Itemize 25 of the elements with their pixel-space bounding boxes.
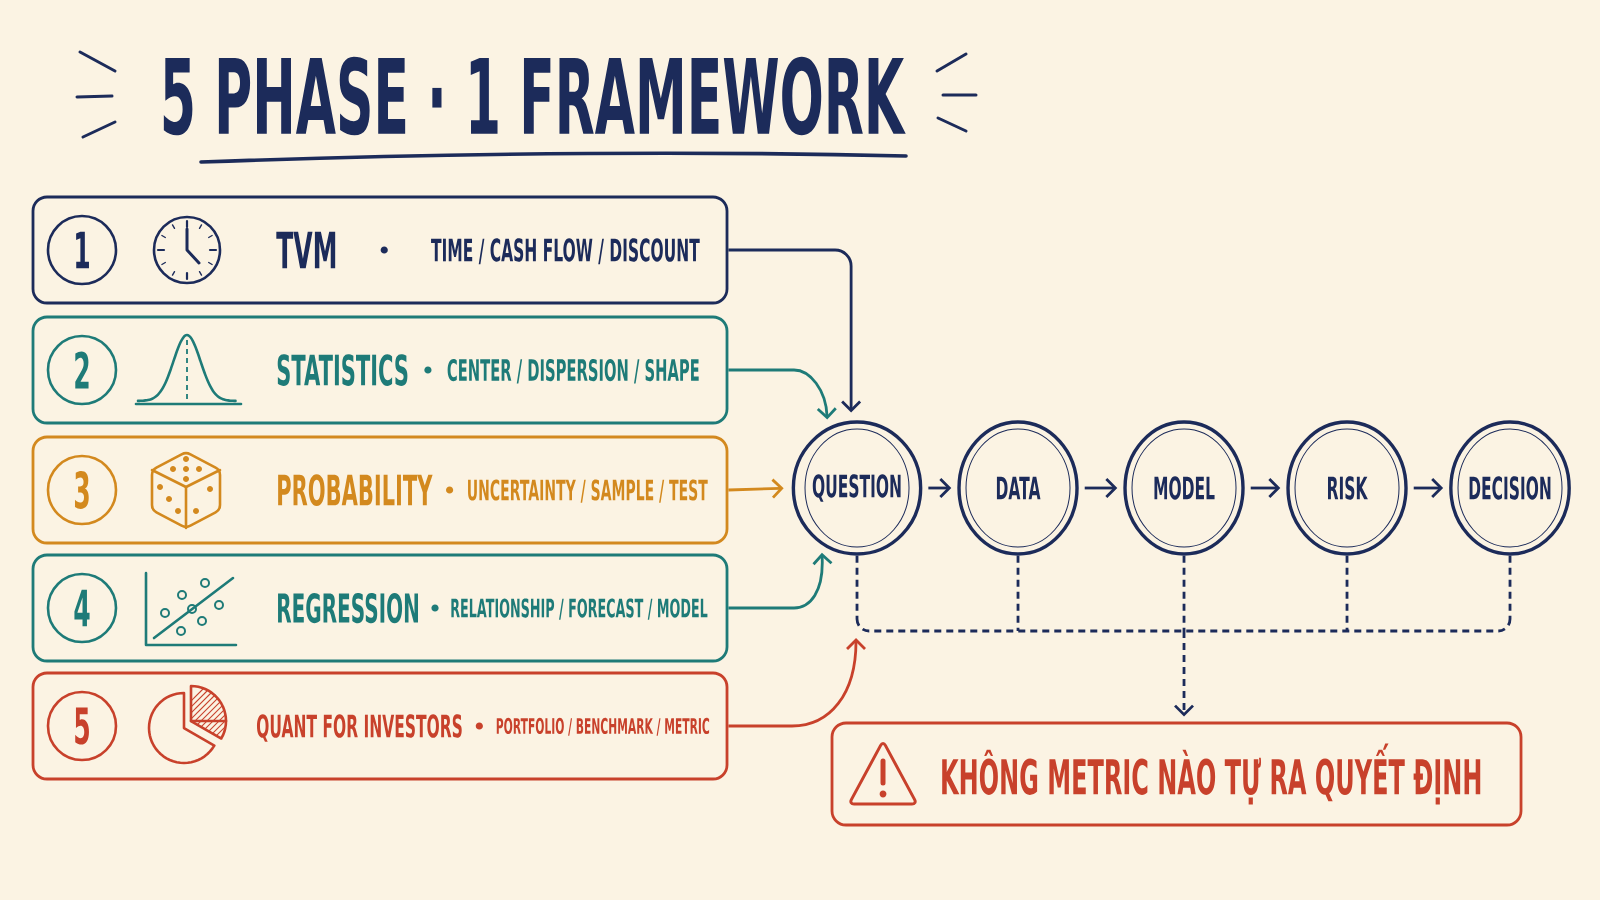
arrow (728, 638, 866, 728)
arrow (728, 368, 837, 420)
phase-keywords: PORTFOLIO / BENCHMARK / METRIC (496, 717, 710, 736)
title: 5 PHASE · 1 FRAMEWORK (163, 56, 906, 136)
phase-title: QUANT FOR INVESTORS (256, 714, 462, 742)
phase-keywords: CENTER / DISPERSION / SHAPE (447, 358, 699, 384)
arrow (728, 552, 833, 610)
arrow (1250, 478, 1281, 498)
dashed-connector (855, 555, 859, 619)
arrow (728, 248, 862, 413)
phase-title: PROBABILITY (278, 474, 433, 506)
phase-keywords: TIME / CASH FLOW / DISCOUNT (431, 238, 700, 265)
phase-title: REGRESSION (278, 592, 418, 624)
arrow (928, 478, 952, 498)
dashed-connector (1345, 555, 1349, 631)
arrow (728, 478, 784, 499)
dashed-connector (1182, 555, 1186, 631)
phase-title: TVM (276, 231, 336, 269)
warning-banner: KHÔNG METRIC NÀO TỰ RA QUYẾT ĐỊNH (830, 721, 1523, 827)
arrow (1413, 478, 1444, 498)
arrow (1084, 478, 1118, 498)
phase-keywords: RELATIONSHIP / FORECAST / MODEL (451, 598, 708, 620)
phase-keywords: UNCERTAINTY / SAMPLE / TEST (468, 479, 708, 503)
phase-title: STATISTICS (277, 354, 408, 386)
dashed-connector (1508, 555, 1512, 619)
